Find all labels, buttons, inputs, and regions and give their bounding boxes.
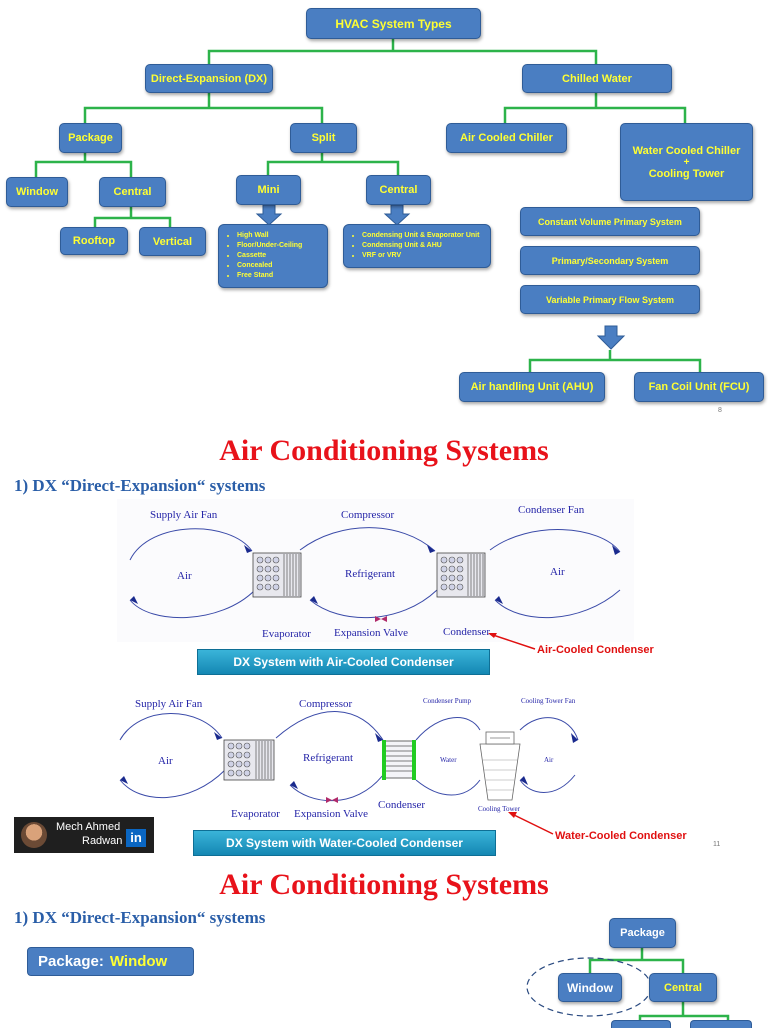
d1-expansion-valve-label: Expansion Valve <box>334 627 409 639</box>
d2-condenser-pump-label: Condenser Pump <box>423 697 472 705</box>
node-mini: Mini <box>236 175 301 205</box>
d2-air-right-label: Air <box>544 756 554 764</box>
d1-air-left-label: Air <box>177 570 192 582</box>
mini-node-window: Window <box>558 973 622 1002</box>
d1-refrigerant-label: Refrigerant <box>345 568 396 580</box>
node-package: Package <box>59 123 122 153</box>
node-fcu: Fan Coil Unit (FCU) <box>634 372 764 402</box>
d2-expansion-valve-label: Expansion Valve <box>294 808 369 820</box>
mini_list-item: Cassette <box>237 251 327 261</box>
d2-cooling-tower-label: Cooling Tower <box>478 805 520 813</box>
mini_list-item: Free Stand <box>237 271 327 281</box>
author-badge[interactable]: Mech Ahmed Radwan in <box>14 817 154 853</box>
linkedin-icon[interactable]: in <box>126 829 146 847</box>
d2-condenser-label: Condenser <box>378 799 426 811</box>
page-number-8: 8 <box>718 407 722 414</box>
mini-node-cut-right <box>690 1020 752 1028</box>
node-variable-primary-flow: Variable Primary Flow System <box>520 285 700 314</box>
node-split: Split <box>290 123 357 153</box>
node-primary-secondary: Primary/Secondary System <box>520 246 700 275</box>
mini-node-package: Package <box>609 918 676 948</box>
section-title-3: Air Conditioning Systems <box>219 868 549 901</box>
node-central: Central <box>99 177 166 207</box>
window-label-text: Window <box>109 953 168 970</box>
d2-compressor-label: Compressor <box>299 698 353 710</box>
d2-air-left-label: Air <box>158 755 173 767</box>
d2-banner: DX System with Water-Cooled Condenser <box>193 830 496 856</box>
d2-refrigerant-label: Refrigerant <box>303 752 354 764</box>
node-vertical: Vertical <box>139 227 206 256</box>
package-label-text: Package: <box>38 953 104 970</box>
d1-evaporator-label: Evaporator <box>262 628 311 640</box>
node-constant-volume: Constant Volume Primary System <box>520 207 700 236</box>
central-types-list: Condensing Unit & Evaporator UnitCondens… <box>343 224 491 268</box>
d2-evaporator-label: Evaporator <box>231 808 280 820</box>
mini-types-list: High WallFloor/Under-CeilingCassetteConc… <box>218 224 328 288</box>
d2-water-label: Water <box>440 756 457 764</box>
section-subtitle-3: 1) DX “Direct-Expansion“ systems <box>14 908 266 927</box>
d1-compressor-label: Compressor <box>341 509 395 521</box>
section-title-2: Air Conditioning Systems <box>219 434 549 467</box>
d1-air-right-label: Air <box>550 566 565 578</box>
node-split-central: Central <box>366 175 431 205</box>
d2-supply-air-fan-label: Supply Air Fan <box>135 698 203 710</box>
author-name-line2: Radwan <box>82 835 123 847</box>
water-cooled-line2: + <box>683 156 690 168</box>
node-direct-expansion: Direct-Expansion (DX) <box>145 64 273 93</box>
d2-cooling-tower-fan-label: Cooling Tower Fan <box>521 697 576 705</box>
mini-node-central: Central <box>649 973 717 1002</box>
d1-supply-air-fan-label: Supply Air Fan <box>150 509 218 521</box>
central_list-item: Condensing Unit & AHU <box>362 241 490 251</box>
d2-callout-label: Water-Cooled Condenser <box>555 830 687 842</box>
mini_list-item: Concealed <box>237 261 327 271</box>
node-air-cooled-chiller: Air Cooled Chiller <box>446 123 567 153</box>
central_list-item: Condensing Unit & Evaporator Unit <box>362 231 490 241</box>
node-rooftop: Rooftop <box>60 227 128 255</box>
node-window: Window <box>6 177 68 207</box>
node-ahu: Air handling Unit (AHU) <box>459 372 605 402</box>
node-water-cooled-chiller: Water Cooled Chiller + Cooling Tower <box>620 123 753 201</box>
avatar <box>21 822 47 848</box>
mini_list-item: Floor/Under-Ceiling <box>237 241 327 251</box>
d1-callout-label: Air-Cooled Condenser <box>537 644 654 656</box>
water-cooled-line1: Water Cooled Chiller <box>632 144 741 157</box>
d1-banner: DX System with Air-Cooled Condenser <box>197 649 490 675</box>
mini-node-cut-left <box>611 1020 671 1028</box>
water-cooled-line3: Cooling Tower <box>648 167 725 180</box>
central_list-item: VRF or VRV <box>362 251 490 261</box>
page-number-11: 11 <box>713 841 721 848</box>
node-chilled-water: Chilled Water <box>522 64 672 93</box>
d1-condenser-label: Condenser <box>443 626 491 638</box>
section-subtitle-2: 1) DX “Direct-Expansion“ systems <box>14 476 266 495</box>
author-name-line1: Mech Ahmed <box>56 821 121 833</box>
node-hvac-root: HVAC System Types <box>306 8 481 39</box>
package-window-label: Package: Window <box>27 947 194 976</box>
mini_list-item: High Wall <box>237 231 327 241</box>
d1-condenser-fan-label: Condenser Fan <box>518 504 585 516</box>
